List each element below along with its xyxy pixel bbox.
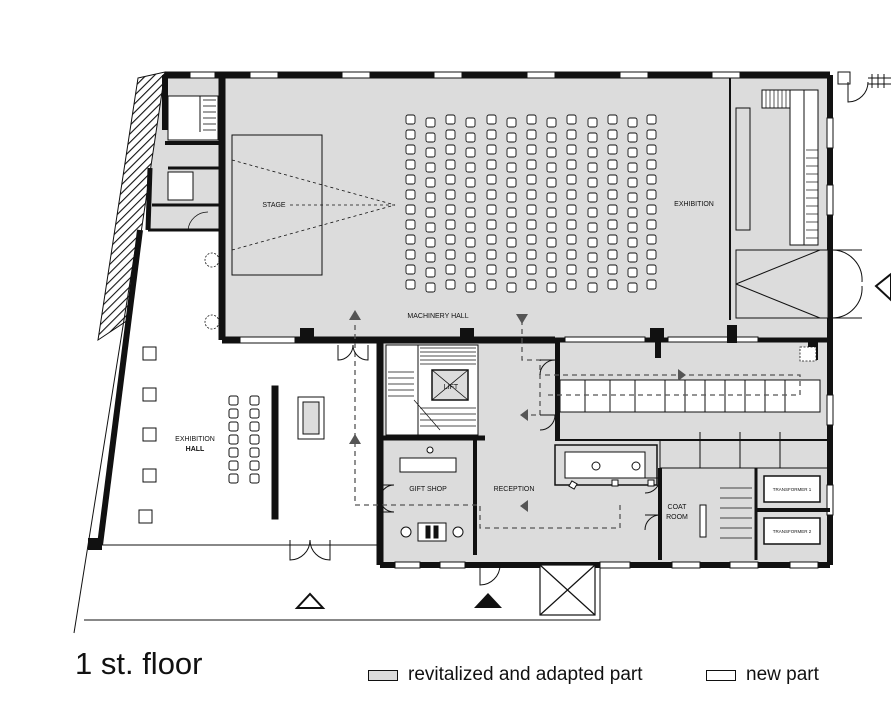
- route-arrows: [349, 310, 686, 512]
- seat-col-2: [425, 117, 436, 293]
- south-entrance-steps: [539, 564, 596, 616]
- south-windows: [239, 336, 759, 344]
- ne-stair: [735, 89, 829, 319]
- legend-new-label: new part: [746, 664, 819, 685]
- stage: STAGE: [231, 134, 396, 276]
- transformer-2-label: TRANSFORMER 2: [773, 529, 812, 534]
- machinery-hall-label: MACHINERY HALL: [407, 313, 468, 320]
- seat-col-13: [646, 114, 657, 290]
- main-entrance-marker: [474, 593, 502, 608]
- stage-label: STAGE: [262, 202, 286, 209]
- exhibition-hall-label-2: HALL: [186, 446, 205, 453]
- legend-revitalized-swatch: [368, 669, 398, 681]
- coat-room-label-2: ROOM: [666, 514, 688, 521]
- service-block: [380, 344, 830, 560]
- lift-label: LIFT: [444, 384, 459, 391]
- east-door[interactable]: [831, 249, 863, 319]
- east-entrance-marker: [874, 272, 891, 302]
- exhibition-hall-furniture: [138, 346, 325, 524]
- legend-new-swatch: [706, 669, 736, 681]
- legend-revitalized-label: revitalized and adapted part: [408, 664, 643, 685]
- seat-col-11: [607, 114, 618, 290]
- seat-col-12: [627, 117, 638, 293]
- east-windows: [826, 117, 834, 516]
- seat-col-1: [405, 114, 416, 290]
- coat-room-label-1: COAT: [668, 504, 688, 511]
- seat-col-10: [587, 117, 598, 293]
- ne-exterior-stair: [837, 71, 891, 103]
- legend-new: new part: [706, 664, 819, 686]
- nw-stair-block: [152, 95, 220, 231]
- seat-col-6: [506, 117, 517, 293]
- north-windows: [189, 71, 741, 79]
- doors[interactable]: [289, 344, 661, 586]
- hall-seating: [405, 114, 657, 293]
- exhibition-hall-seats: [228, 395, 260, 484]
- service-windows: [394, 561, 819, 569]
- reception-label: RECEPTION: [494, 486, 535, 493]
- gift-shop-label: GIFT SHOP: [409, 486, 447, 493]
- seat-col-4: [465, 117, 476, 293]
- seat-col-7: [526, 114, 537, 290]
- seat-col-5: [486, 114, 497, 290]
- secondary-entrance-marker: [294, 592, 326, 609]
- legend-revitalized: revitalized and adapted part: [368, 664, 643, 686]
- exhibition-hall-label-1: EXHIBITION: [175, 436, 215, 443]
- exhibition-label: EXHIBITION: [674, 201, 714, 208]
- shrubs: [204, 252, 220, 330]
- floor-title: 1 st. floor: [75, 646, 203, 681]
- seat-col-9: [566, 114, 577, 290]
- seat-col-3: [445, 114, 456, 290]
- service-niche: [799, 346, 817, 362]
- transformer-1-label: TRANSFORMER 1: [773, 487, 812, 492]
- seat-col-8: [546, 117, 557, 293]
